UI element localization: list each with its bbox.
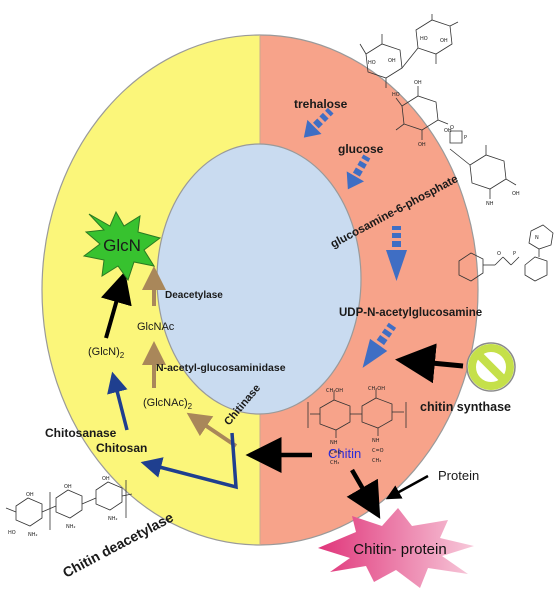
svg-text:P: P [464, 135, 467, 141]
black-arrows [100, 271, 464, 519]
chitin-protein-label: Chitin- protein [353, 541, 446, 558]
svg-text:NH₂: NH₂ [28, 532, 38, 538]
svg-text:OH: OH [102, 476, 110, 482]
chitin-protein-burst [318, 508, 474, 588]
svg-text:HO: HO [392, 92, 400, 98]
svg-text:OH: OH [418, 142, 426, 148]
svg-text:HO: HO [420, 36, 428, 42]
svg-text:OH: OH [26, 492, 34, 498]
udp-n-acetylglucosamine-label: UDP-N-acetylglucosamine [339, 307, 482, 319]
svg-text:CH₂OH: CH₂OH [368, 386, 385, 392]
trehalose-label: trehalose [294, 97, 348, 111]
arrow-g6p-to-udp [386, 226, 407, 281]
glcnac2-label: (GlcNAc)2 [143, 397, 193, 411]
svg-text:NH: NH [486, 201, 494, 207]
svg-text:HO: HO [368, 60, 376, 66]
glucose-structure: HO OH OH OH [392, 80, 452, 148]
svg-text:O: O [450, 125, 454, 131]
svg-text:OH: OH [440, 38, 448, 44]
arrow-udp-to-chitin [362, 322, 397, 368]
svg-text:NH₂: NH₂ [108, 516, 118, 522]
svg-text:HO: HO [8, 530, 16, 536]
udp-glcnac-structure: O P N [458, 224, 554, 282]
arrow-chitin-to-glcnac2 [186, 412, 238, 448]
svg-text:NH: NH [330, 440, 338, 446]
glcn-burst [82, 210, 162, 282]
arrow-protein-to-complex [385, 474, 429, 500]
svg-text:OH: OH [512, 191, 520, 197]
chitin-synthase-label: chitin synthase [420, 400, 511, 414]
chitosan-arrows [107, 371, 238, 490]
n-acetyl-glucosaminidase-label: N-acetyl-glucosaminidase [156, 362, 286, 374]
svg-text:N: N [535, 235, 539, 241]
prohibition-sign-icon [466, 342, 516, 392]
svg-text:CH₃: CH₃ [372, 458, 381, 464]
chitosanase-label: Chitosanase [45, 426, 117, 440]
glucose-label: glucose [338, 142, 384, 156]
ring [41, 34, 479, 546]
arrow-chitin-to-chitosan [140, 432, 238, 490]
deacetylase-label: Deacetylase [165, 290, 223, 301]
glcn2-label: (GlcN)2 [88, 346, 125, 360]
svg-text:C=O: C=O [372, 448, 384, 454]
biosynthesis-arrows [303, 107, 407, 368]
chitosan-structure: HO NH₂ NH₂ NH₂ OH OH OH [5, 476, 133, 538]
glcnac-label: GlcNAc [137, 321, 175, 333]
svg-text:CH₂OH: CH₂OH [326, 388, 343, 394]
arrow-trehalose-to-glucose [303, 107, 334, 138]
svg-text:CH₃: CH₃ [330, 460, 339, 466]
trehalose-structure: HO HO OH OH [359, 14, 459, 88]
arrow-inhibitor-to-synthase [395, 343, 464, 384]
chitosan-label: Chitosan [96, 441, 147, 455]
chitin-deacetylase-label: Chitin deacetylase [60, 509, 176, 581]
svg-text:OH: OH [64, 484, 72, 490]
svg-text:NH: NH [372, 438, 380, 444]
chitin-label: Chitin [328, 446, 361, 461]
svg-text:P: P [513, 251, 516, 257]
glcn-label: GlcN [103, 236, 141, 255]
arrow-glcn2-to-glcn [100, 271, 132, 339]
svg-text:OH: OH [444, 128, 452, 134]
svg-text:OH: OH [414, 80, 422, 86]
glucosamine-6-phosphate-structure: O P OH NH [449, 125, 520, 207]
arrow-chitosan-to-glcn2 [107, 371, 129, 431]
svg-text:NH₂: NH₂ [66, 524, 76, 530]
arrow-glucose-to-g6p [346, 154, 371, 190]
arrow-chitin-to-chitin-protein [346, 468, 381, 519]
svg-text:OH: OH [388, 58, 396, 64]
ring-right-half [260, 35, 478, 545]
protein-label: Protein [438, 468, 479, 483]
degradation-arrows [142, 266, 238, 448]
svg-text:O: O [497, 251, 501, 257]
chitin-structure: CH₂OH CH₂OH NH NH C=O C=O CH₃ CH₃ [307, 386, 407, 466]
svg-text:C=O: C=O [330, 450, 342, 456]
